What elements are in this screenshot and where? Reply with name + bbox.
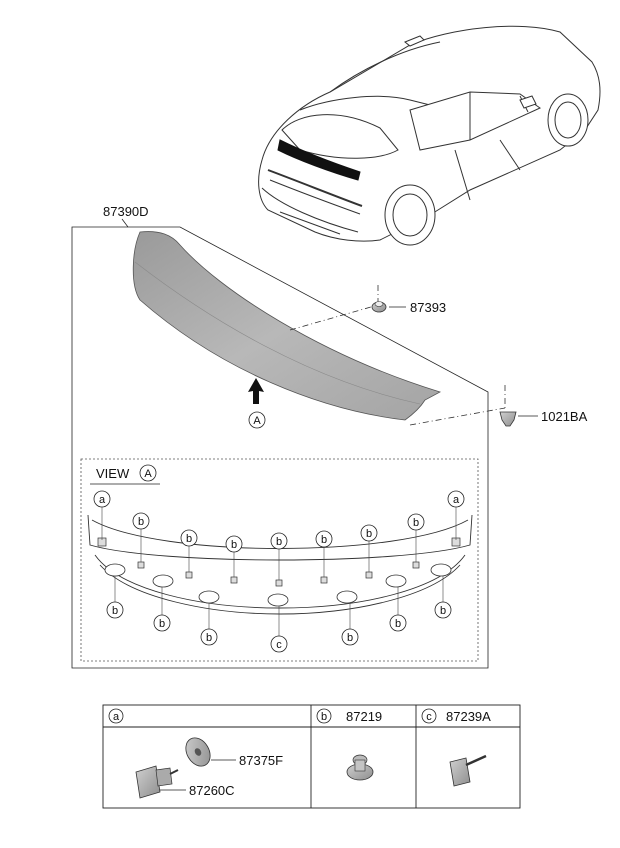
svg-text:b: b — [186, 533, 192, 545]
spoiler-highlight — [277, 139, 361, 181]
label-87393: 87393 — [410, 300, 446, 315]
view-arrow — [248, 378, 264, 404]
callout-b-bottom-4: b — [341, 628, 359, 646]
svg-text:b: b — [440, 605, 446, 617]
table-part-87375F: 87375F — [239, 753, 283, 768]
table-part-87239A: 87239A — [446, 709, 491, 724]
callout-b-bottom-3: b — [200, 628, 218, 646]
svg-text:b: b — [413, 517, 419, 529]
svg-text:A: A — [144, 468, 152, 480]
callout-b-bottom-2: b — [153, 614, 171, 632]
clip-87219-icon — [346, 754, 374, 781]
callout-b-top-3: b — [225, 535, 243, 553]
clip-87393-icon — [371, 301, 387, 313]
svg-text:b: b — [321, 711, 327, 723]
table-part-87260C: 87260C — [189, 783, 235, 798]
callout-b-top-1: b — [132, 512, 150, 530]
table-key-a: a — [108, 708, 124, 724]
svg-text:a: a — [453, 494, 460, 506]
svg-text:c: c — [426, 711, 432, 723]
svg-text:a: a — [99, 494, 106, 506]
callout-b-top-7: b — [407, 513, 425, 531]
grommet-87260C-icon — [135, 765, 179, 799]
callout-b-bottom-6: b — [434, 601, 452, 619]
callout-c-bottom: c — [270, 635, 288, 653]
svg-text:b: b — [231, 539, 237, 551]
label-1021BA: 1021BA — [541, 409, 588, 424]
table-key-b: b — [316, 708, 332, 724]
svg-text:A: A — [253, 415, 261, 427]
callout-b-top-6: b — [360, 524, 378, 542]
svg-text:b: b — [138, 516, 144, 528]
washer-87375F-icon — [185, 737, 211, 767]
screw-1021BA-icon — [499, 411, 517, 427]
callout-a-right: a — [447, 490, 465, 508]
callout-b-top-4: b — [270, 532, 288, 550]
view-a-box — [80, 458, 479, 662]
table-part-87219: 87219 — [346, 709, 382, 724]
svg-text:b: b — [366, 528, 372, 540]
svg-text:b: b — [395, 618, 401, 630]
view-a-letter: A — [139, 464, 157, 482]
svg-text:b: b — [347, 632, 353, 644]
callout-b-bottom-1: b — [106, 601, 124, 619]
car-illustration — [258, 25, 601, 246]
callout-view-a: A — [248, 411, 266, 429]
parts-table: a b c 87219 87239A 87375F 87260C — [102, 704, 521, 809]
table-key-c: c — [421, 708, 437, 724]
label-87390D: 87390D — [103, 204, 149, 219]
callout-b-top-5: b — [315, 530, 333, 548]
clip-87239A-icon — [449, 754, 487, 787]
rear-spoiler — [132, 231, 442, 421]
callout-b-top-2: b — [180, 529, 198, 547]
callout-a-left: a — [93, 490, 111, 508]
view-a-title: VIEW — [96, 466, 130, 481]
svg-text:c: c — [276, 639, 282, 651]
svg-text:a: a — [113, 711, 120, 723]
svg-text:b: b — [206, 632, 212, 644]
svg-text:b: b — [159, 618, 165, 630]
svg-text:b: b — [112, 605, 118, 617]
callout-b-bottom-5: b — [389, 614, 407, 632]
assembly-frame — [71, 226, 489, 669]
svg-text:b: b — [321, 534, 327, 546]
svg-text:b: b — [276, 536, 282, 548]
